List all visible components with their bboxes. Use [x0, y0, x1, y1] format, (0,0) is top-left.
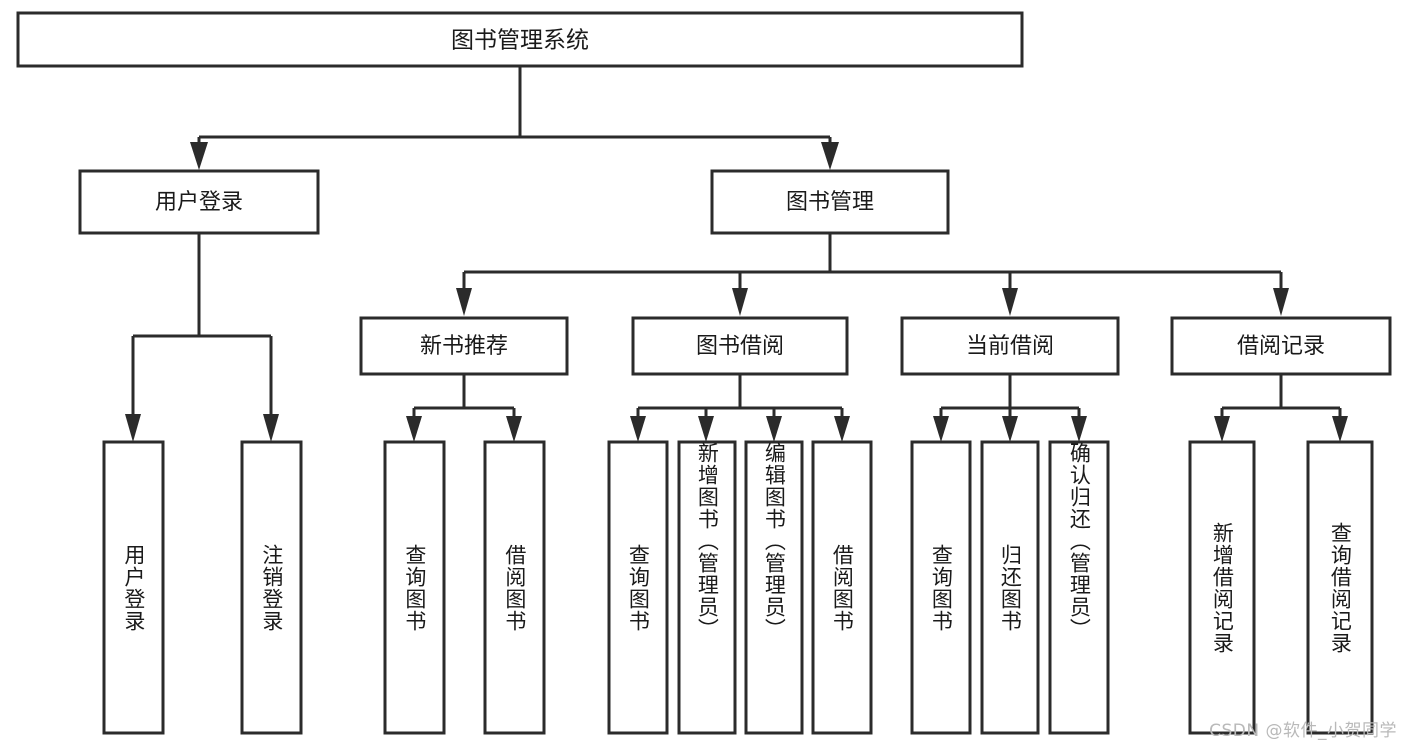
arrowhead-user-login: [190, 142, 208, 170]
arrowhead-cb-child-3: [1071, 416, 1087, 442]
arrowhead-bb-child-3: [766, 416, 782, 442]
node-leaf-br-add-record-box[interactable]: [1188, 440, 1256, 735]
node-book-borrow-box[interactable]: [631, 316, 849, 376]
node-borrow-record-label: 借阅记录: [1237, 334, 1325, 359]
node-leaf-br-query-record-box[interactable]: [1306, 440, 1374, 735]
node-current-borrow-label: 当前借阅: [966, 334, 1054, 359]
node-root-label: 图书管理系统: [451, 28, 589, 54]
node-user-login-box[interactable]: [78, 169, 320, 235]
node-leaf-bb-add-book-box[interactable]: [677, 440, 737, 735]
node-leaf-cb-query-book-box[interactable]: [910, 440, 972, 735]
arrowhead-nb-child-2: [506, 416, 522, 442]
node-leaf-bb-query-book-box[interactable]: [607, 440, 669, 735]
arrowhead-bb-child-4: [834, 416, 850, 442]
node-leaf-bb-edit-book-box[interactable]: [744, 440, 804, 735]
csdn-watermark: CSDN @软件_小贺同学: [1209, 721, 1397, 741]
node-current-borrow-box[interactable]: [900, 316, 1120, 376]
node-leaf-user-login-box[interactable]: [102, 440, 165, 735]
arrowhead-book-manage: [821, 142, 839, 170]
arrowhead-book-borrow: [732, 288, 748, 316]
arrowhead-leaf-user-login: [125, 414, 141, 442]
node-layer: 图书管理系统 用户登录 图书管理 新书推荐 图书借阅 当前借阅 借阅记录: [16, 11, 1392, 735]
arrowhead-leaf-logout: [263, 414, 279, 442]
arrowhead-borrow-record: [1273, 288, 1289, 316]
arrowhead-cb-child-2: [1002, 416, 1018, 442]
node-new-book-recommend-label: 新书推荐: [420, 334, 508, 359]
arrowhead-new-book: [456, 288, 472, 316]
node-leaf-bb-borrow-book-box[interactable]: [811, 440, 873, 735]
node-leaf-logout-box[interactable]: [240, 440, 303, 735]
node-book-manage-box[interactable]: [710, 169, 950, 235]
node-leaf-cb-confirm-return-box[interactable]: [1048, 440, 1110, 735]
node-book-manage-label: 图书管理: [786, 190, 874, 215]
node-leaf-nb-borrow-book-box[interactable]: [483, 440, 546, 735]
arrowhead-current-borrow: [1002, 288, 1018, 316]
arrowhead-bb-child-1: [630, 416, 646, 442]
arrowhead-bb-child-2: [698, 416, 714, 442]
arrowhead-br-child-1: [1214, 416, 1230, 442]
node-book-borrow-label: 图书借阅: [696, 334, 784, 359]
node-root-box[interactable]: [16, 11, 1024, 68]
arrowhead-nb-child-1: [406, 416, 422, 442]
arrowhead-br-child-2: [1332, 416, 1348, 442]
arrowhead-layer: [125, 142, 1348, 442]
node-new-book-recommend-box[interactable]: [359, 316, 569, 376]
arrowhead-cb-child-1: [933, 416, 949, 442]
node-leaf-nb-query-book-box[interactable]: [383, 440, 446, 735]
connector-layer: [131, 66, 1342, 435]
node-leaf-cb-return-book-box[interactable]: [980, 440, 1040, 735]
node-borrow-record-box[interactable]: [1170, 316, 1392, 376]
node-user-login-label: 用户登录: [155, 190, 243, 215]
